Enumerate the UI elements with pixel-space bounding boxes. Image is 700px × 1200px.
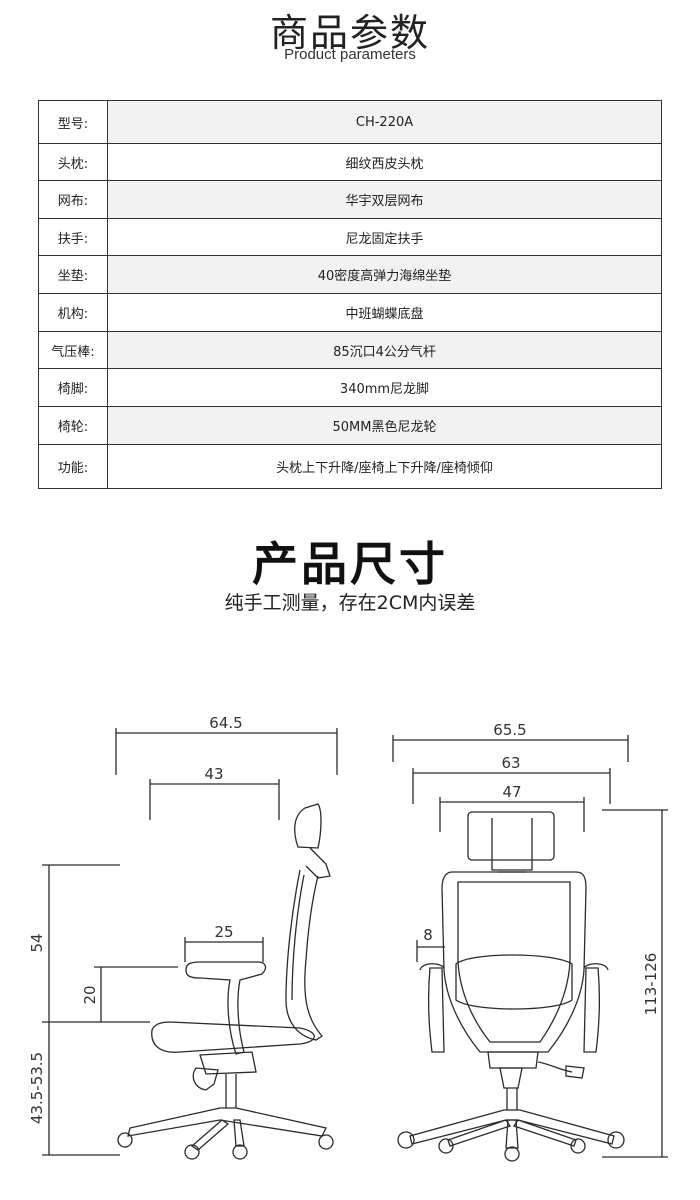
table-row: 功能:头枕上下升降/座椅上下升降/座椅倾仰 <box>38 444 662 489</box>
param-value: 40密度高弹力海绵坐垫 <box>107 255 662 294</box>
param-label: 扶手: <box>38 218 108 256</box>
param-label: 头枕: <box>38 143 108 181</box>
param-value: CH-220A <box>107 100 662 144</box>
param-label: 网布: <box>38 180 108 219</box>
front-total-height-label: 113-126 <box>642 953 660 1016</box>
param-label: 气压棒: <box>38 331 108 369</box>
param-label: 功能: <box>38 444 108 489</box>
param-label: 坐垫: <box>38 255 108 294</box>
param-label: 椅脚: <box>38 368 108 407</box>
page-subtitle: Product parameters <box>284 46 416 63</box>
dimensions-subtitle: 纯手工测量，存在2CM内误差 <box>224 592 476 614</box>
table-row: 网布:华宇双层网布 <box>38 180 662 219</box>
front-view-chair <box>397 811 625 1162</box>
param-value: 50MM黑色尼龙轮 <box>107 406 662 445</box>
chair-dimension-diagram: 64.5 43 25 54 20 43.5-53.5 65.5 63 47 8 … <box>28 714 668 1162</box>
side-back-height-label: 54 <box>28 933 46 952</box>
param-label: 椅轮: <box>38 406 108 445</box>
param-value: 340mm尼龙脚 <box>107 368 662 407</box>
front-width-total-label: 65.5 <box>493 721 526 739</box>
side-armrest-width-label: 25 <box>214 923 233 941</box>
param-value: 细纹西皮头枕 <box>107 143 662 181</box>
param-label: 型号: <box>38 100 108 144</box>
table-row: 型号:CH-220A <box>38 100 662 144</box>
side-dim-lines <box>42 728 338 1156</box>
table-row: 椅轮:50MM黑色尼龙轮 <box>38 406 662 445</box>
param-value: 头枕上下升降/座椅上下升降/座椅倾仰 <box>107 444 662 489</box>
front-width-arms-label: 63 <box>501 754 520 772</box>
param-label: 机构: <box>38 293 108 332</box>
param-value: 中班蝴蝶底盘 <box>107 293 662 332</box>
side-view-chair <box>117 803 334 1160</box>
front-width-back-label: 47 <box>502 783 521 801</box>
table-row: 气压棒:85沉口4公分气杆 <box>38 331 662 369</box>
side-depth-total-label: 64.5 <box>209 714 242 732</box>
side-armrest-height-label: 20 <box>81 985 99 1004</box>
page-title: 商品参数 <box>269 11 430 55</box>
table-row: 坐垫:40密度高弹力海绵坐垫 <box>38 255 662 294</box>
table-row: 椅脚:340mm尼龙脚 <box>38 368 662 407</box>
param-value: 华宇双层网布 <box>107 180 662 219</box>
side-depth-seat-label: 43 <box>204 765 223 783</box>
table-row: 扶手:尼龙固定扶手 <box>38 218 662 256</box>
front-dim-lines <box>392 735 668 1158</box>
param-value: 尼龙固定扶手 <box>107 218 662 256</box>
dimensions-title: 产品尺寸 <box>252 537 448 591</box>
front-arm-thickness-label: 8 <box>423 926 433 944</box>
side-seat-height-label: 43.5-53.5 <box>28 1052 46 1124</box>
table-row: 机构:中班蝴蝶底盘 <box>38 293 662 332</box>
param-value: 85沉口4公分气杆 <box>107 331 662 369</box>
table-row: 头枕:细纹西皮头枕 <box>38 143 662 181</box>
